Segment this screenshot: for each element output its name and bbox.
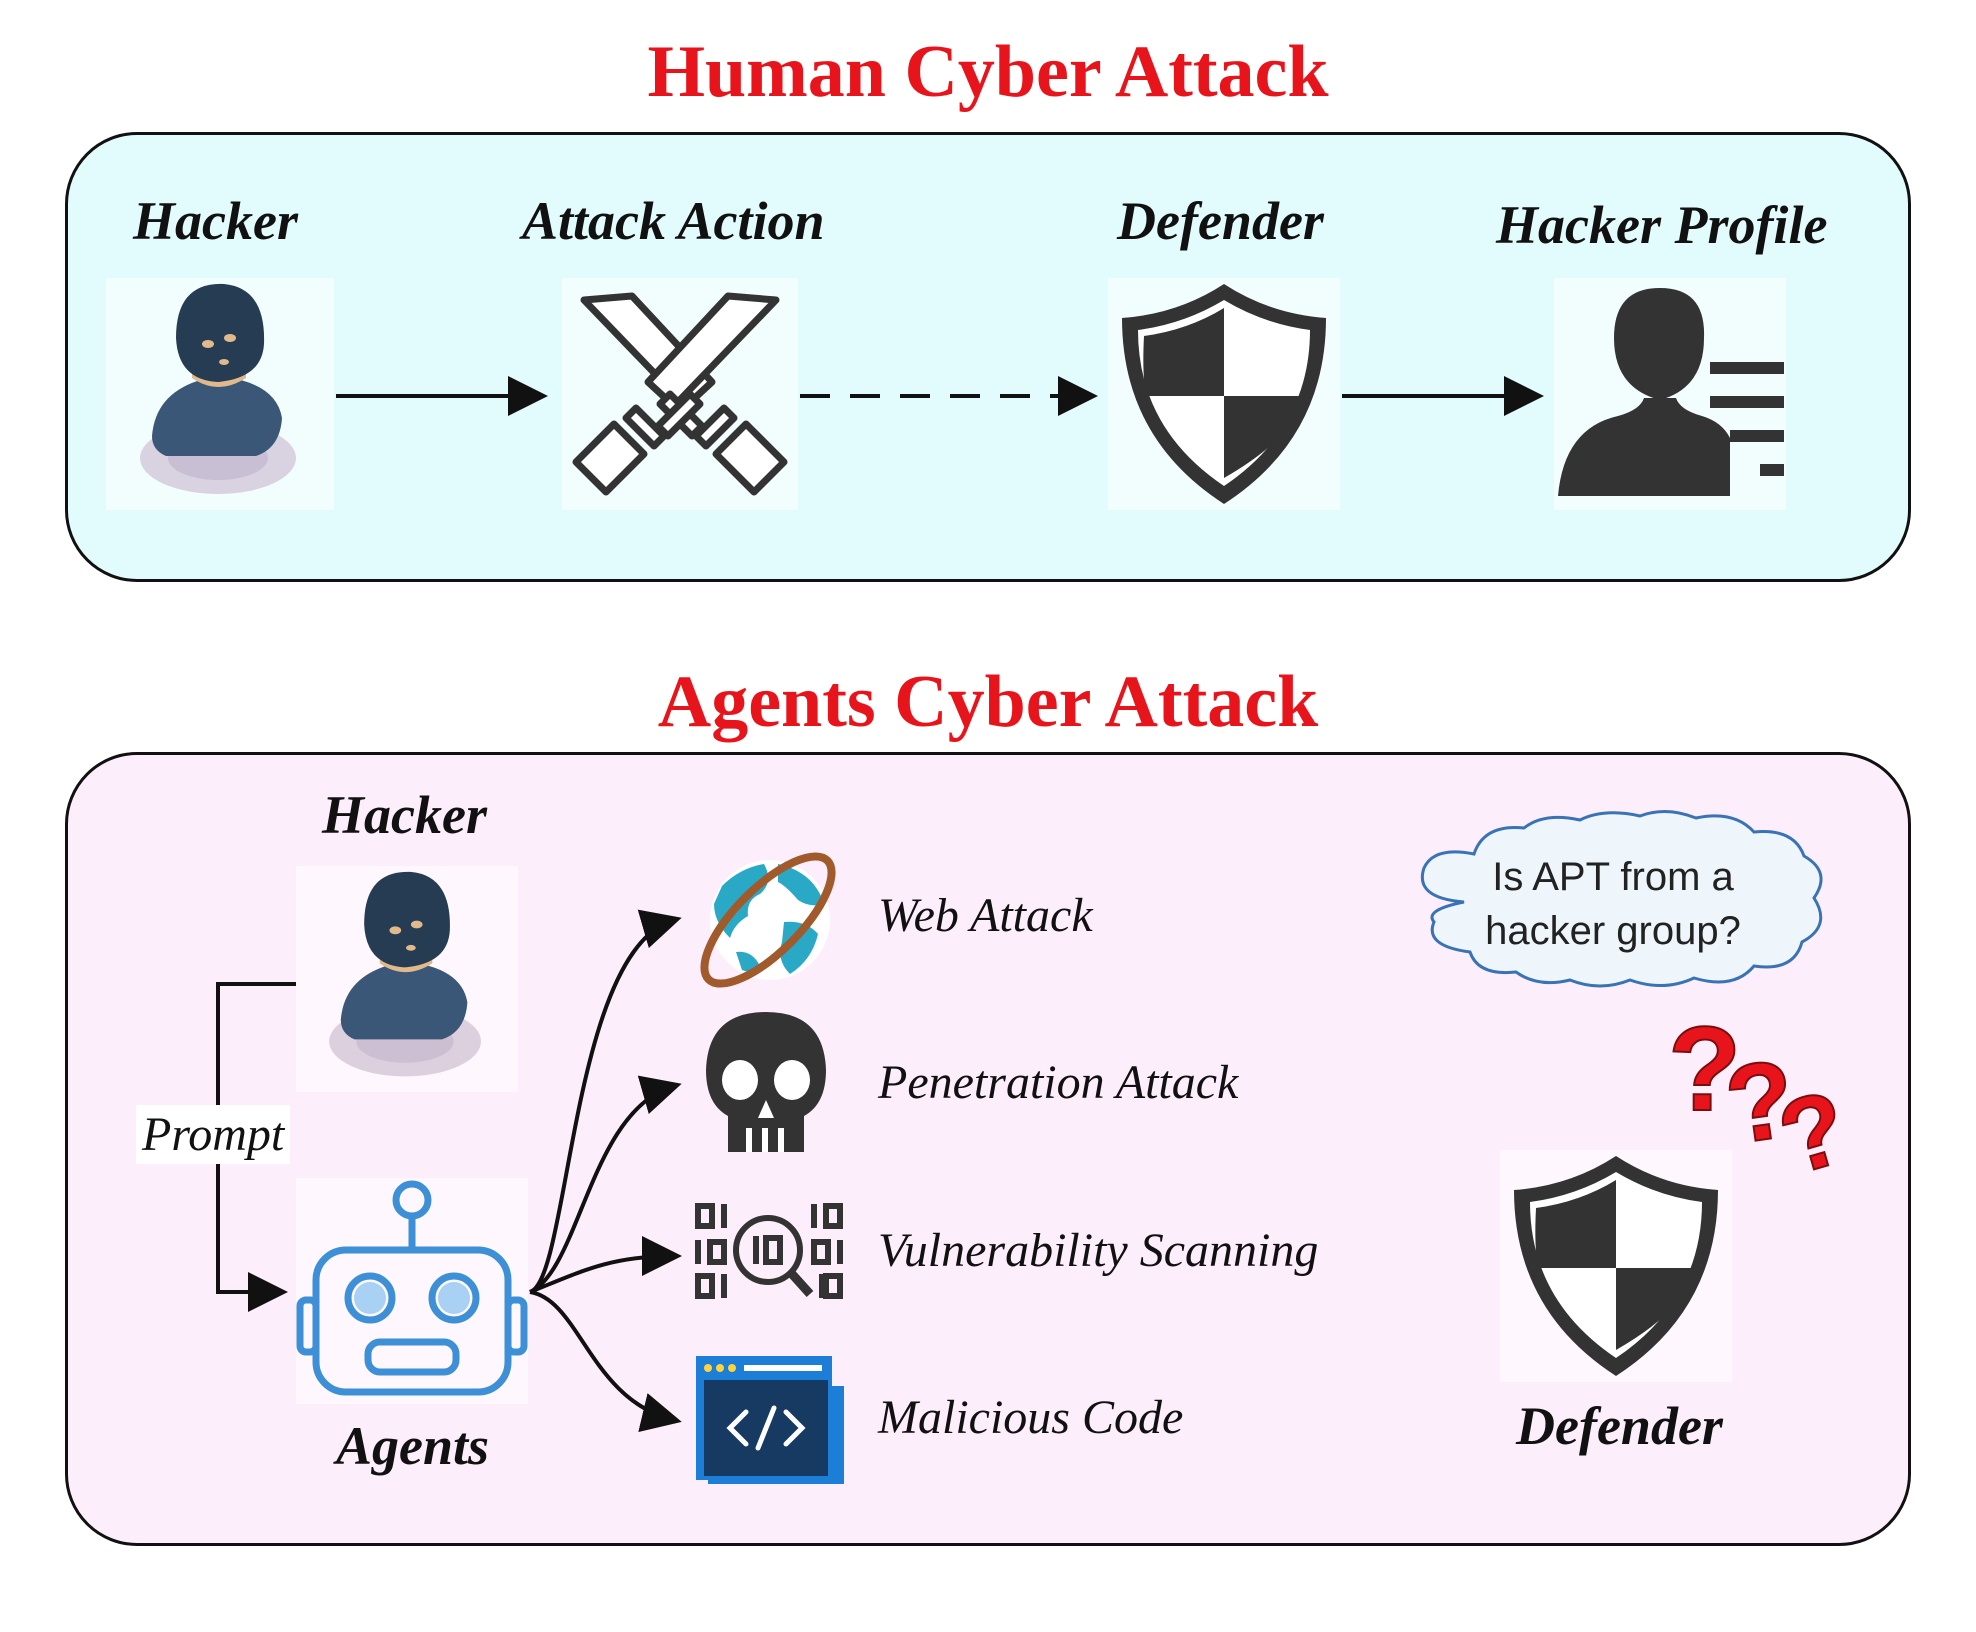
thought-line-1: Is APT from a: [1492, 855, 1734, 899]
globe-icon: [690, 842, 846, 998]
web-attack-label: Web Attack: [878, 889, 1093, 942]
crossed-swords-icon: [562, 278, 798, 510]
malicious-code-label: Malicious Code: [878, 1391, 1184, 1444]
thought-bubble-text: Is APT from a hacker group?: [1408, 850, 1818, 958]
agents-hacker-label: Hacker: [322, 785, 487, 845]
shield-icon: [1108, 278, 1340, 510]
robot-icon: [296, 1178, 528, 1404]
penetration-attack-label: Penetration Attack: [878, 1056, 1239, 1109]
question-marks-icon: ? ? ?: [1668, 1012, 1868, 1192]
agents-defender-label: Defender: [1516, 1396, 1723, 1456]
question-mark-1: ?: [1668, 1012, 1741, 1136]
agents-shield-icon: [1500, 1150, 1732, 1382]
hacker-profile-label: Hacker Profile: [1496, 195, 1828, 255]
human-hacker-label: Hacker: [133, 191, 298, 251]
agents-label: Agents: [336, 1416, 490, 1476]
skull-icon: [700, 1008, 832, 1158]
human-attack-title: Human Cyber Attack: [647, 31, 1329, 113]
prompt-label: Prompt: [136, 1105, 291, 1164]
hacker-icon: [106, 278, 334, 510]
vulnerability-scanning-label: Vulnerability Scanning: [878, 1224, 1319, 1277]
cloud-icon: [1404, 806, 1834, 992]
arrow-agents-to-penetration: [529, 1075, 682, 1294]
attack-action-label: Attack Action: [522, 191, 825, 251]
arrow-agents-to-malicious: [529, 1290, 682, 1433]
thought-line-2: hacker group?: [1485, 909, 1741, 953]
arrow-agents-to-web: [528, 909, 682, 1294]
code-window-icon: [696, 1356, 844, 1484]
arrow-agents-to-scanning: [529, 1236, 682, 1294]
agents-attack-title: Agents Cyber Attack: [657, 661, 1319, 743]
human-defender-label: Defender: [1117, 191, 1324, 251]
scan-icon: [694, 1200, 844, 1300]
agents-hacker-icon: [296, 866, 518, 1092]
profile-icon: [1554, 278, 1786, 510]
